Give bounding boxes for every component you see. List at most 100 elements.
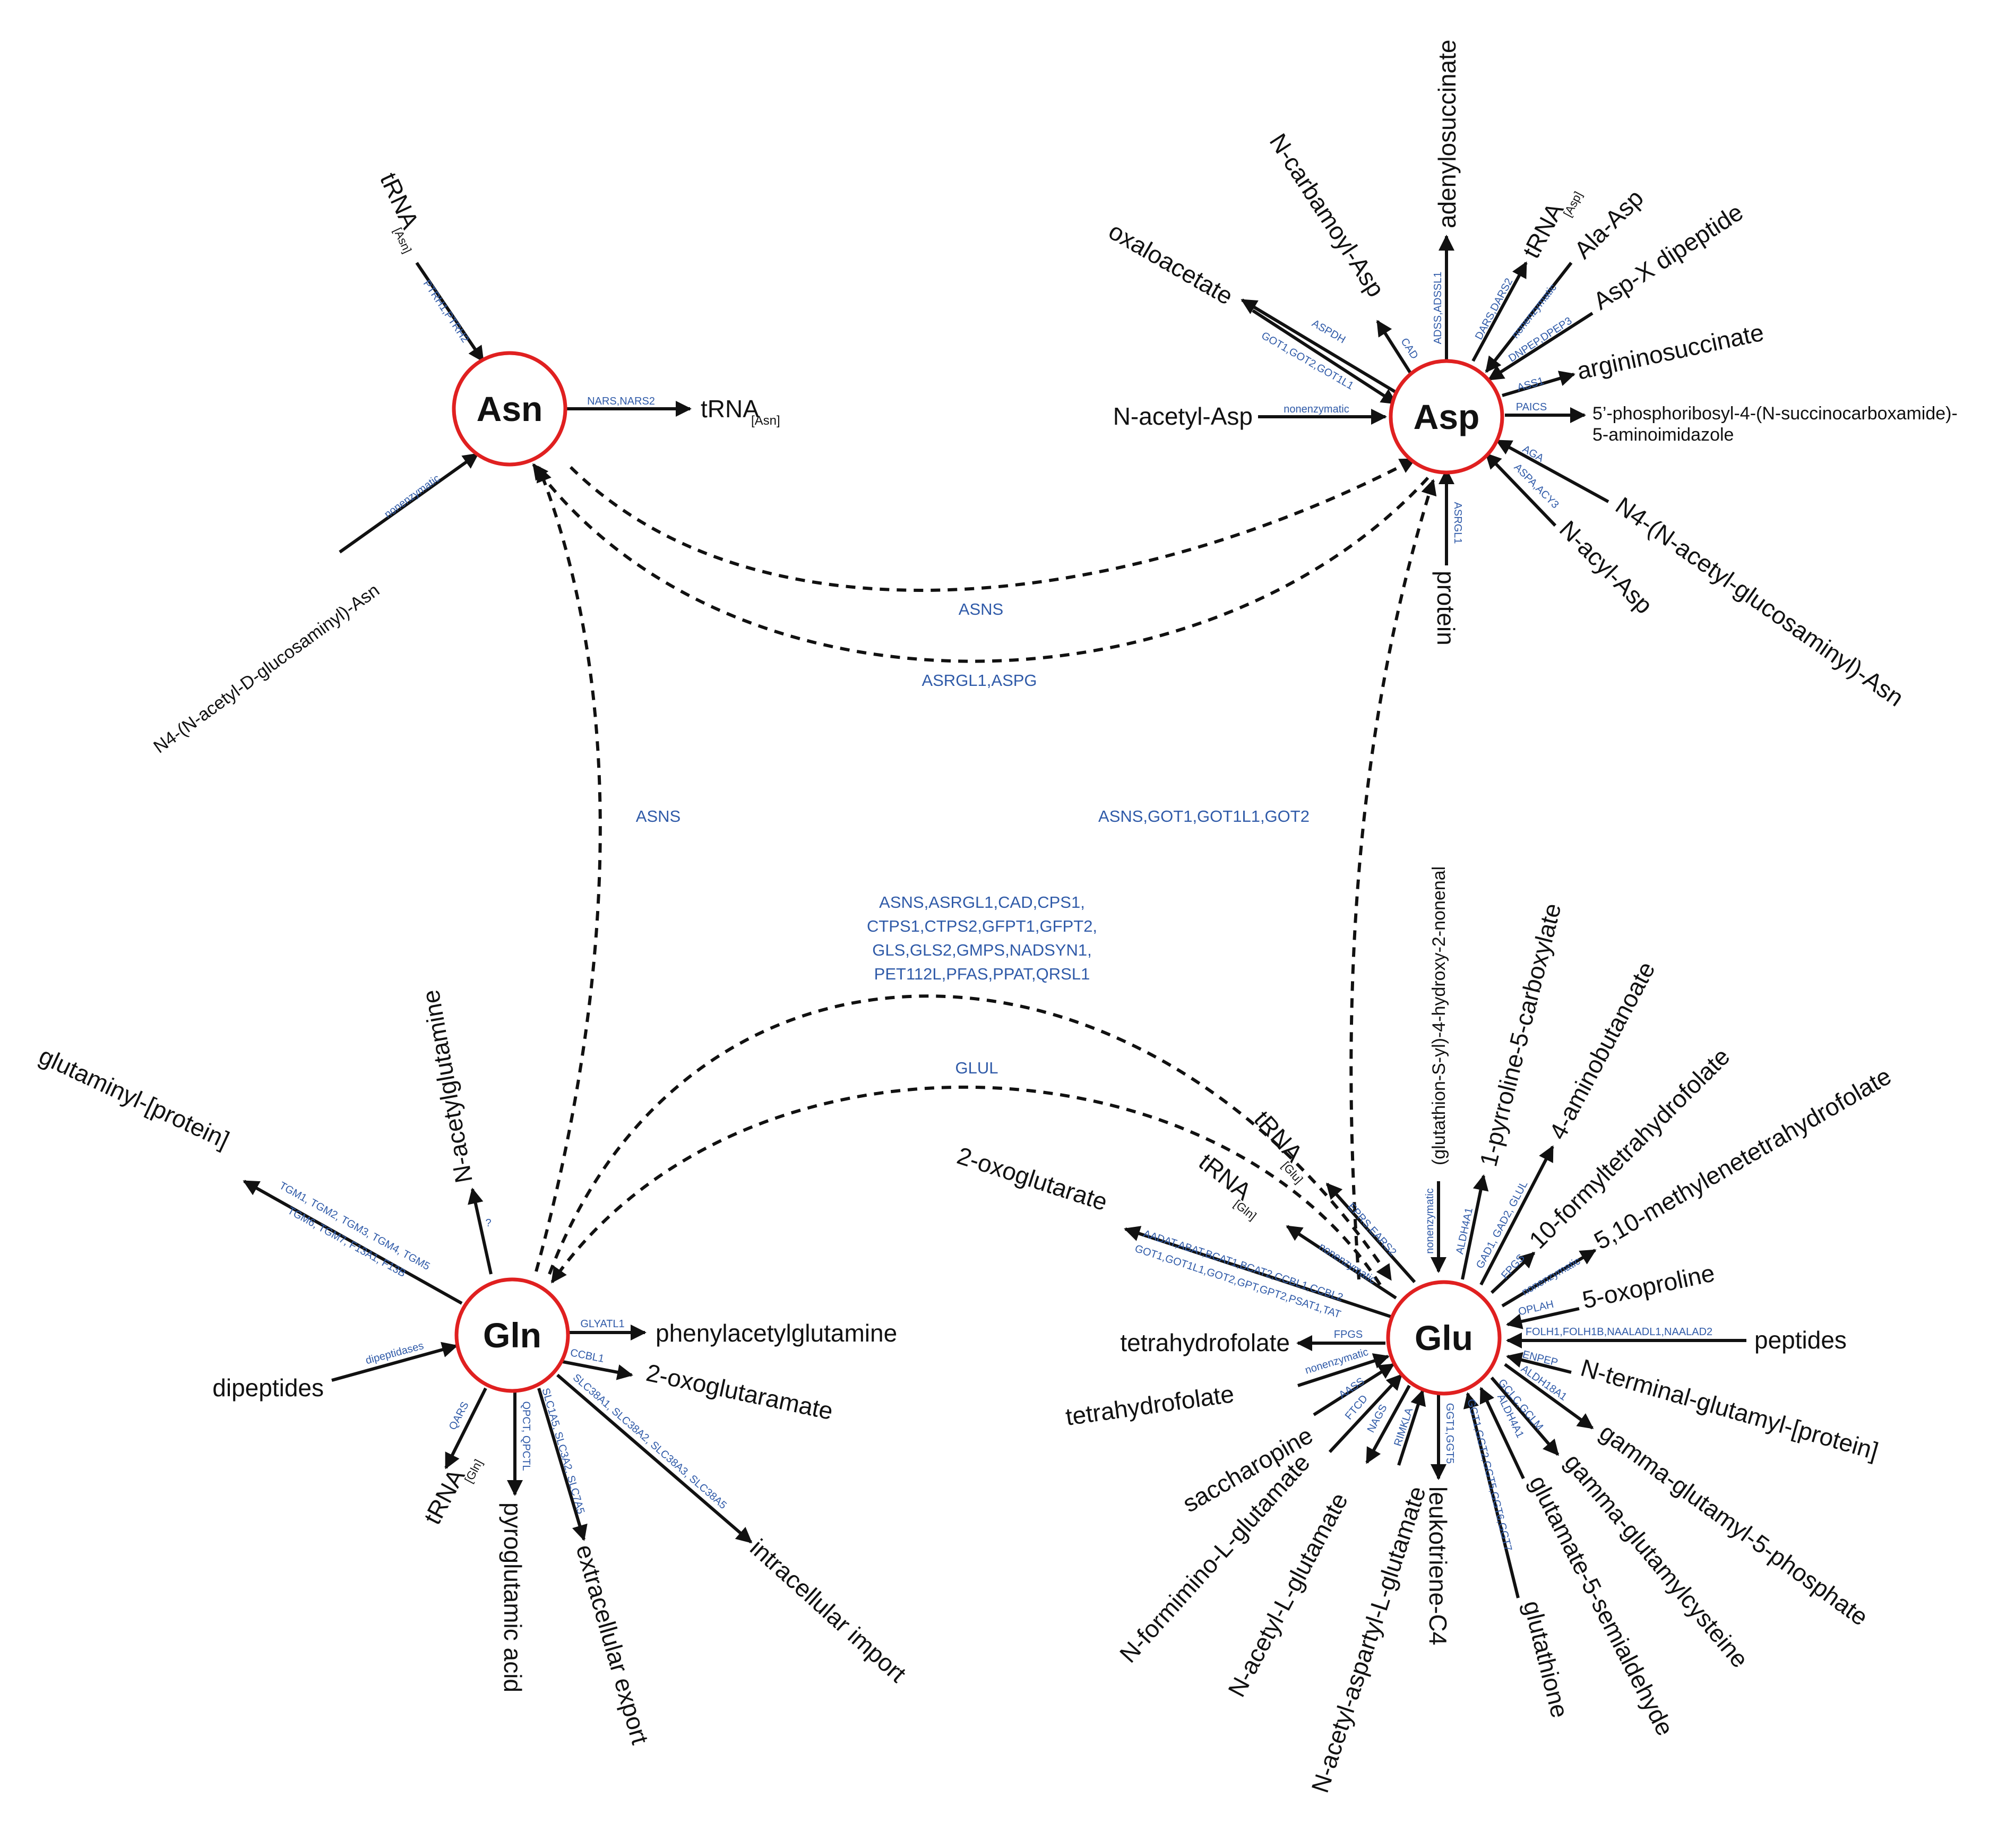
label-glcnac-asn: N4-(N-acetyl-D-glucosaminyl)-Asn	[150, 580, 383, 758]
enzyme-aspdh: ASPDH	[1310, 317, 1348, 346]
enzyme-ccbl1-gln: CCBL1	[569, 1347, 605, 1365]
enzyme-nonenz-glutathionyl: nonenzymatic	[1424, 1188, 1436, 1253]
enzyme-ptrh: PTRH1,PTRH2	[421, 278, 471, 345]
link-gln-to-asn	[535, 466, 602, 1272]
arrow-gln-trna	[444, 1387, 487, 1469]
arrow-glu-trna-glu	[1325, 1182, 1416, 1283]
hub-asn	[452, 351, 567, 467]
arrow-nacyl-asp	[1485, 452, 1557, 527]
svg-text:tRNA: tRNA	[1194, 1148, 1257, 1206]
svg-text:[Gln]: [Gln]	[462, 1457, 485, 1485]
hub-asp	[1389, 359, 1504, 475]
enzyme-asrgl1-aspg: ASRGL1,ASPG	[922, 671, 1037, 690]
enzyme-qpct: QPCT, QPCTL	[520, 1401, 532, 1471]
label-protein: protein	[1432, 571, 1460, 646]
arrow-gln-export	[537, 1388, 588, 1541]
arrow-trna-asn-in	[415, 262, 485, 363]
link-asn-to-asp	[569, 458, 1416, 592]
label-glutathionyl: (glutathion-S-yl)-4-hydroxy-2-nonenal	[1429, 866, 1449, 1165]
enzyme-list-gln-glu-4: PET112L,PFAS,PPAT,QRSL1	[874, 965, 1090, 983]
arrow-naag-glu	[1397, 1389, 1426, 1466]
inter-hub-enzymes: ASNS ASRGL1,ASPG ASNS ASNS,GOT1,GOT1L1,G…	[636, 600, 1310, 1077]
label-adenylosuccinate: adenylosuccinate	[1433, 40, 1461, 228]
enzyme-folh: FOLH1,FOLH1B,NAALADL1,NAALAD2	[1526, 1326, 1712, 1338]
link-glu-to-asp	[1349, 479, 1437, 1280]
enzyme-asrgl1: ASRGL1	[1452, 502, 1463, 544]
enzyme-ggt-b: GGT1,GGT5	[1444, 1403, 1456, 1464]
arrow-glu-aminobutanoate	[1479, 1145, 1554, 1286]
label-thf-in: tetrahydrofolate	[1064, 1380, 1236, 1431]
link-gln-to-glu	[548, 994, 1392, 1281]
enzyme-nars: NARS,NARS2	[587, 396, 655, 407]
enzyme-tgm-1: TGM1, TGM2, TGM3, TGM4, TGM5	[277, 1180, 432, 1273]
enzyme-dars: DARS,DARS2	[1473, 277, 1515, 342]
label-trna-gln-glu: tRNA [Gln]	[1194, 1148, 1259, 1223]
label-carbamoyl: N-carbamoyl-Asp	[1264, 128, 1390, 302]
hub-asp-label: Asp	[1414, 397, 1480, 436]
arrow-n4-asp	[1495, 439, 1609, 503]
asn-cluster: PTRH1,PTRH2 tRNA [Asn] NARS,NARS2 tRNA […	[150, 168, 780, 757]
hub-glu-label: Glu	[1415, 1318, 1473, 1357]
enzyme-nonenz-asn: nonenzymatic	[382, 472, 442, 520]
enzyme-paics: PAICS	[1516, 401, 1547, 413]
svg-text:tRNA: tRNA	[1249, 1105, 1308, 1167]
arrow-glcnac-asn	[339, 452, 479, 554]
gln-cluster: TGM1, TGM2, TGM3, TGM4, TGM5 TGM6, TGM7,…	[35, 988, 912, 1748]
svg-text:tRNA: tRNA	[375, 168, 425, 233]
link-glu-to-gln	[550, 1085, 1382, 1286]
label-peptides: peptides	[1754, 1326, 1847, 1354]
label-dipeptides: dipeptides	[212, 1374, 324, 1402]
enzyme-nonenz-nacetylasp: nonenzymatic	[1284, 403, 1349, 415]
arrow-glu-gglucys	[1490, 1377, 1560, 1456]
arrow-asp-oxaloacetate	[1241, 298, 1402, 397]
label-trna-asn-out-sub: [Asn]	[751, 414, 780, 428]
enzyme-list-gln-glu-1: ASNS,ASRGL1,CAD,CPS1,	[879, 893, 1085, 912]
arrow-aspx-asp	[1487, 312, 1594, 381]
arrow-formimino-glu	[1328, 1373, 1403, 1454]
label-pyroglutamic: pyroglutamic acid	[499, 1502, 527, 1692]
hub-asn-label: Asn	[477, 389, 543, 428]
enzyme-glul: GLUL	[955, 1059, 998, 1077]
label-glutathione: glutathione	[1518, 1598, 1574, 1721]
label-trna-asp: tRNA [Asp]	[1517, 189, 1585, 262]
arrow-gln-oxoglutaramate	[562, 1360, 633, 1380]
enzyme-list-gln-glu-3: GLS,GLS2,GMPS,NADSYN1,	[872, 941, 1091, 959]
label-oxoglutaramate: 2-oxoglutaramate	[644, 1359, 836, 1425]
label-nacetylgln: N-acetylglutamine	[417, 988, 478, 1185]
enzyme-ass1: ASS1	[1516, 375, 1545, 394]
hub-gln-label: Gln	[483, 1316, 541, 1355]
arrow-asp-carbamoyl	[1376, 320, 1416, 381]
arrow-glu-trna-gln	[1286, 1225, 1397, 1300]
arrow-g5sa-glu	[1479, 1387, 1525, 1480]
arrow-asp-argininosuccinate	[1502, 371, 1575, 397]
hub-gln	[454, 1277, 570, 1393]
arrow-glu-g5p	[1504, 1363, 1594, 1430]
label-leukotriene: leukotriene-C4	[1424, 1486, 1452, 1645]
arrow-asp-trna	[1471, 261, 1528, 362]
glu-cluster: AADAT,ABAT,BCAT1,BCAT2,CCBL1,CCBL2 GOT1,…	[954, 866, 1896, 1796]
arrow-glu-methylenethf	[1501, 1249, 1597, 1308]
label-argininosuccinate: argininosuccinate	[1574, 318, 1766, 384]
arrow-thf-glu	[1297, 1353, 1390, 1387]
arrow-glu-oxoglutarate	[1124, 1226, 1391, 1318]
arrow-gln-nacetylgln	[468, 1188, 493, 1275]
enzyme-unknown: ?	[485, 1217, 491, 1229]
arrow-nterminal-glu	[1506, 1352, 1572, 1374]
arrow-glu-pyrroline	[1461, 1174, 1489, 1280]
label-trna-gln: tRNA [Gln]	[418, 1457, 485, 1529]
arrow-saccharopine-glu	[1313, 1363, 1395, 1416]
label-phenyl: phenylacetylglutamine	[656, 1319, 897, 1347]
label-oxoglutarate: 2-oxoglutarate	[954, 1141, 1111, 1216]
arrow-alaasp-asp	[1485, 262, 1573, 373]
enzyme-glyatl1: GLYATL1	[580, 1318, 624, 1330]
enzyme-adss: ADSS,ADSSL1	[1432, 272, 1444, 345]
enzyme-asns-got: ASNS,GOT1,GOT1L1,GOT2	[1098, 807, 1310, 826]
link-asp-to-asn	[532, 463, 1429, 663]
arrow-glu-formylthf	[1490, 1251, 1536, 1294]
arrow-glutathione-glu	[1463, 1392, 1520, 1598]
label-paics-1: 5’-phosphoribosyl-4-(N-succinocarboxamid…	[1592, 403, 1958, 424]
enzyme-nonenz-methylene: nonenzymatic	[1520, 1255, 1582, 1298]
arrow-glu-nacetylglu	[1365, 1385, 1411, 1464]
arrow-oxoproline-glu	[1506, 1307, 1580, 1329]
